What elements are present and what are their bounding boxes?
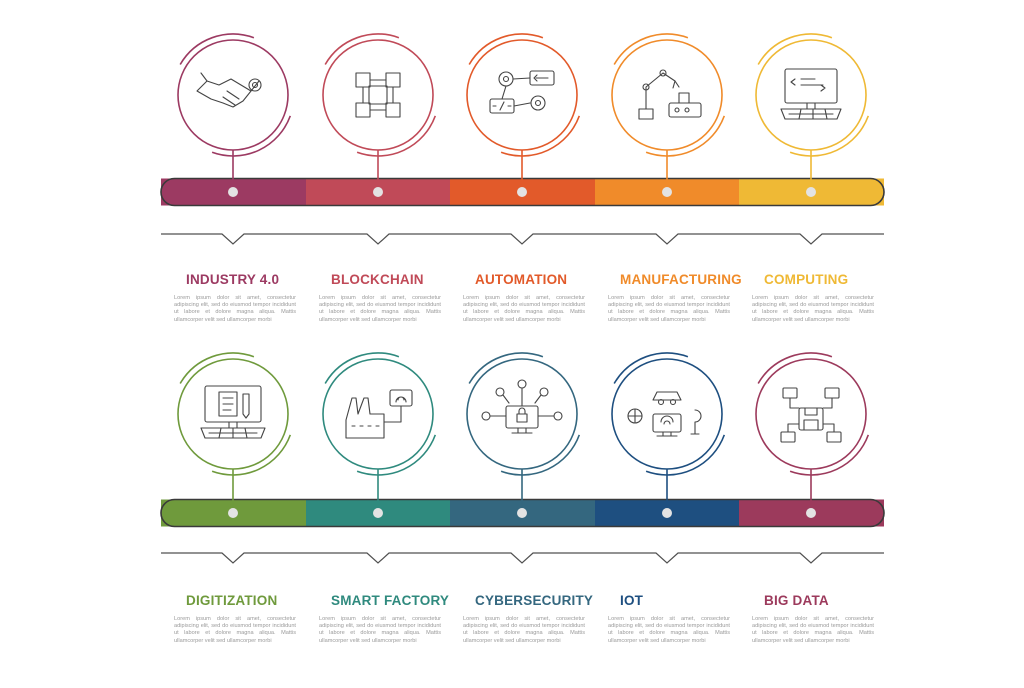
step-label: MANUFACTURING xyxy=(620,272,742,287)
iot-devices-icon xyxy=(627,391,702,437)
decor-arc xyxy=(179,33,255,65)
step-node xyxy=(611,33,726,197)
decor-arc xyxy=(613,352,689,384)
decor-arc xyxy=(645,434,726,476)
decor-arc xyxy=(645,115,726,157)
step-circle xyxy=(755,39,867,151)
decor-arc xyxy=(468,33,544,65)
decor-arc xyxy=(500,434,581,476)
computer-code-icon xyxy=(780,68,842,120)
step-description: Lorem ipsum dolor sit amet, consectetur … xyxy=(174,295,296,323)
chevron-divider xyxy=(161,552,884,564)
decor-arc xyxy=(613,33,689,65)
robot-arm-icon xyxy=(638,69,702,120)
timeline-dot xyxy=(373,187,383,197)
smart-factory-icon xyxy=(345,389,413,439)
step-circle xyxy=(466,39,578,151)
step-description: Lorem ipsum dolor sit amet, consectetur … xyxy=(608,616,730,644)
step-node xyxy=(177,33,292,197)
timeline-row xyxy=(160,33,885,245)
step-label: AUTOMATION xyxy=(475,272,568,287)
step-description: Lorem ipsum dolor sit amet, consectetur … xyxy=(463,616,585,644)
step-node xyxy=(466,352,581,518)
decor-arc xyxy=(356,115,437,157)
decor-arc xyxy=(757,33,833,65)
step-description: Lorem ipsum dolor sit amet, consectetur … xyxy=(319,295,441,323)
decor-arc xyxy=(324,33,400,65)
step-description: Lorem ipsum dolor sit amet, consectetur … xyxy=(752,616,874,644)
step-node xyxy=(322,352,437,518)
big-data-network-icon xyxy=(780,387,842,443)
step-label: CYBERSECURITY xyxy=(475,593,594,608)
step-circle xyxy=(322,39,434,151)
timeline-dot xyxy=(662,508,672,518)
step-label: COMPUTING xyxy=(764,272,849,287)
step-description: Lorem ipsum dolor sit amet, consectetur … xyxy=(319,616,441,644)
decor-arc xyxy=(179,352,255,384)
automation-code-gears-icon xyxy=(489,70,555,114)
step-label: INDUSTRY 4.0 xyxy=(186,272,280,287)
timeline-dot xyxy=(228,508,238,518)
decor-arc xyxy=(356,434,437,476)
timeline-dot xyxy=(517,187,527,197)
decor-arc xyxy=(211,115,292,157)
step-node xyxy=(322,33,437,197)
step-circle xyxy=(755,358,867,470)
step-label: SMART FACTORY xyxy=(331,593,450,608)
timeline-dot xyxy=(806,187,816,197)
step-description: Lorem ipsum dolor sit amet, consectetur … xyxy=(463,295,585,323)
decor-arc xyxy=(324,352,400,384)
step-label: IOT xyxy=(620,593,644,608)
step-description: Lorem ipsum dolor sit amet, consectetur … xyxy=(608,295,730,323)
decor-arc xyxy=(500,115,581,157)
network-lock-icon xyxy=(481,379,563,434)
decor-arc xyxy=(468,352,544,384)
digital-document-icon xyxy=(200,385,266,439)
timeline-dot xyxy=(662,187,672,197)
decor-arc xyxy=(211,434,292,476)
timeline-row xyxy=(160,352,885,564)
step-label: BIG DATA xyxy=(764,593,829,608)
step-node xyxy=(611,352,726,518)
decor-arc xyxy=(757,352,833,384)
step-circle xyxy=(177,358,289,470)
timeline-dot xyxy=(806,508,816,518)
timeline-dot xyxy=(517,508,527,518)
step-node xyxy=(466,33,581,197)
step-label: DIGITIZATION xyxy=(186,593,278,608)
step-circle xyxy=(611,39,723,151)
step-node xyxy=(177,352,292,518)
step-node xyxy=(755,33,870,197)
step-node xyxy=(755,352,870,518)
step-label: BLOCKCHAIN xyxy=(331,272,424,287)
timeline-dot xyxy=(373,508,383,518)
timeline-dot xyxy=(228,187,238,197)
step-description: Lorem ipsum dolor sit amet, consectetur … xyxy=(174,616,296,644)
decor-arc xyxy=(789,434,870,476)
blockchain-cubes-icon xyxy=(355,72,401,118)
handshake-gear-icon xyxy=(196,72,262,108)
chevron-divider xyxy=(161,233,884,245)
step-description: Lorem ipsum dolor sit amet, consectetur … xyxy=(752,295,874,323)
decor-arc xyxy=(789,115,870,157)
